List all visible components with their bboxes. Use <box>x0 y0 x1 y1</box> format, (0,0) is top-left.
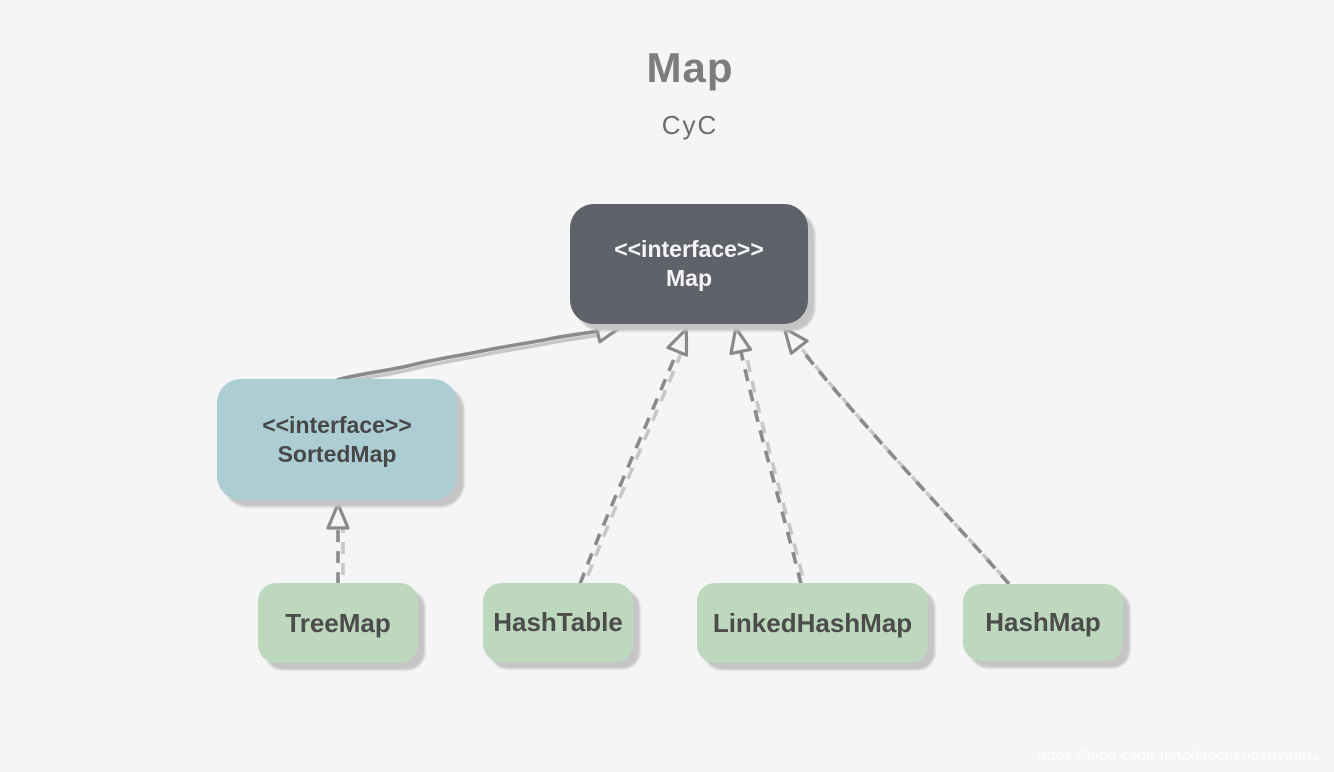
edge-hashmap-to-map <box>782 326 1014 589</box>
node-treemap-class: TreeMap <box>258 583 418 663</box>
hashtable-name-label: HashTable <box>493 607 623 638</box>
linkedhashmap-name-label: LinkedHashMap <box>712 607 913 638</box>
node-hashtable-class: HashTable <box>483 583 633 662</box>
sortedmap-stereotype-label: <<interface>> <box>262 411 412 438</box>
csdn-watermark: https://blog.csdn.net/xiaochengxuyuan1 <box>1037 747 1320 764</box>
map-name-label: Map <box>666 265 712 291</box>
node-map-interface: <<interface>> Map <box>570 204 808 324</box>
hashmap-name-label: HashMap <box>985 607 1101 638</box>
diagram-subtitle: CyC <box>661 110 719 140</box>
edge-hashtable-to-map <box>578 327 689 587</box>
edge-linkedhashmap-to-map <box>729 326 807 587</box>
diagram-title: Map <box>646 44 734 91</box>
edge-treemap-to-sortedmap <box>326 502 350 587</box>
map-stereotype-label: <<interface>> <box>614 236 764 263</box>
treemap-name-label: TreeMap <box>285 607 391 638</box>
node-sortedmap-interface: <<interface>> SortedMap <box>217 379 457 500</box>
node-hashmap-class: HashMap <box>963 584 1123 661</box>
sortedmap-name-label: SortedMap <box>277 440 397 467</box>
edge-sortedmap-to-map <box>336 320 623 386</box>
node-linkedhashmap-class: LinkedHashMap <box>697 583 928 663</box>
